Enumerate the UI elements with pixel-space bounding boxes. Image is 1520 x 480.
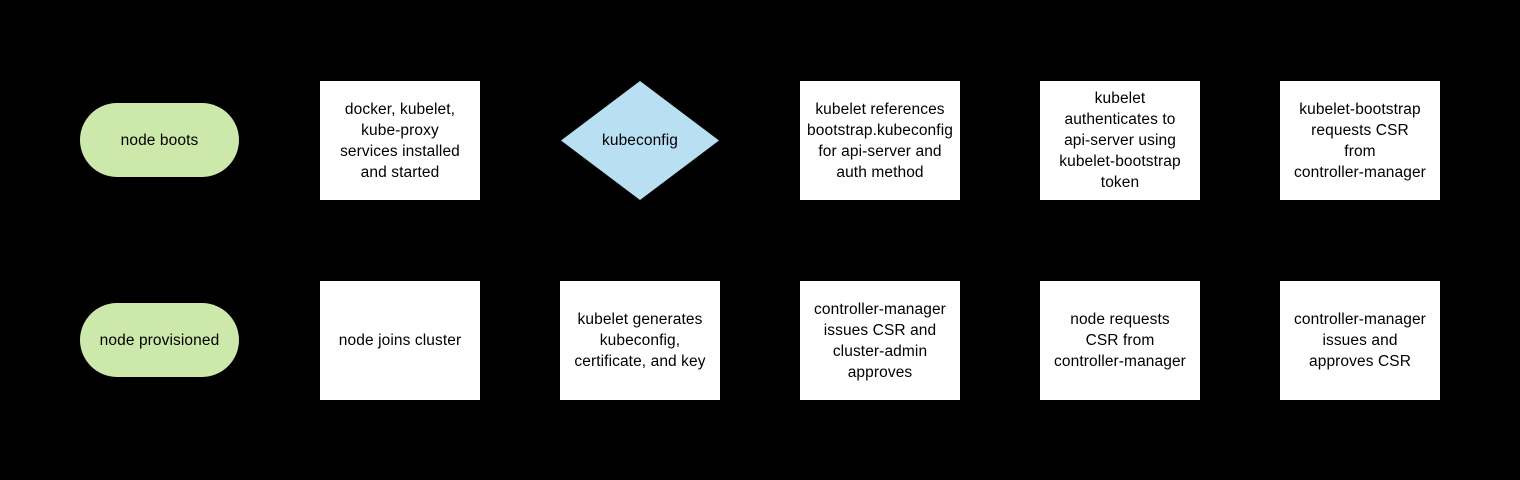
flow-node-label: kubeconfig — [602, 132, 678, 149]
flow-node-label: kubelet references bootstrap.kubeconfig … — [807, 100, 953, 181]
flow-node-kubelet-generates[interactable]: kubelet generates kubeconfig, certificat… — [560, 281, 720, 400]
flow-node-kubeconfig[interactable]: kubeconfig — [561, 81, 719, 200]
flow-node-kubelet-authenticates[interactable]: kubelet authenticates to api-server usin… — [1040, 81, 1200, 200]
flow-node-label: node requests CSR from controller-manage… — [1054, 311, 1186, 370]
flow-node-label: controller-manager issues CSR and cluste… — [814, 300, 946, 381]
flow-node-kubelet-bootstrap-requests-csr[interactable]: kubelet-bootstrap requests CSR from cont… — [1280, 81, 1440, 200]
diamond-icon — [561, 81, 719, 200]
flow-node-label: docker, kubelet, kube-proxy services ins… — [340, 100, 460, 181]
flow-node-controller-manager-approves[interactable]: controller-manager issues and approves C… — [1280, 281, 1440, 400]
flow-node-label: controller-manager issues and approves C… — [1294, 311, 1426, 370]
flow-node-label: node joins cluster — [338, 332, 462, 349]
flow-node-node-provisioned[interactable]: node provisioned — [80, 303, 239, 377]
flow-node-node-boots[interactable]: node boots — [80, 103, 239, 177]
flow-node-label: kubelet authenticates to api-server usin… — [1059, 90, 1181, 191]
flow-node-services-installed[interactable]: docker, kubelet, kube-proxy services ins… — [320, 81, 480, 200]
flow-node-label: kubelet generates kubeconfig, certificat… — [574, 311, 706, 370]
flow-node-node-joins-cluster[interactable]: node joins cluster — [320, 281, 480, 400]
flow-node-label: kubelet-bootstrap requests CSR from cont… — [1294, 100, 1426, 181]
flow-node-label: node provisioned — [99, 331, 220, 349]
flow-node-controller-manager-issues-csr[interactable]: controller-manager issues CSR and cluste… — [800, 281, 960, 400]
flow-node-label: node boots — [120, 131, 199, 149]
flow-node-kubelet-references-bootstrap[interactable]: kubelet references bootstrap.kubeconfig … — [800, 81, 960, 200]
flow-node-node-requests-csr[interactable]: node requests CSR from controller-manage… — [1040, 281, 1200, 400]
